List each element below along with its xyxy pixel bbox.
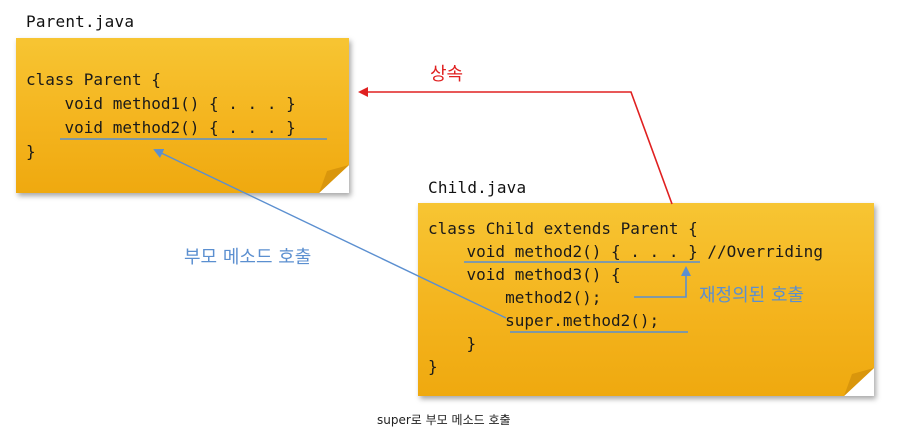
child-code-line: }: [428, 357, 438, 376]
overridden-call-arrow: [634, 266, 691, 298]
child-file-label: Child.java: [428, 178, 527, 197]
parent-file-label: Parent.java: [26, 12, 135, 31]
page-fold-icon: [844, 368, 874, 396]
child-code-line: }: [428, 334, 477, 353]
inheritance-label: 상속: [430, 64, 464, 85]
figure-caption: super로 부모 메소드 호출: [377, 413, 511, 427]
parent-code-line: void method1() { . . . }: [26, 94, 296, 113]
child-code-line: class Child extends Parent {: [428, 219, 698, 238]
parent-call-label: 부모 메소드 호출: [184, 247, 312, 268]
parent-class-note: class Parent { void method1() { . . . } …: [16, 38, 349, 193]
child-code-line: super.method2();: [428, 311, 660, 330]
page-fold-icon: [319, 165, 349, 193]
child-code-line: void method2() { . . . } //Overriding: [428, 242, 823, 261]
inheritance-arrow: [358, 87, 673, 205]
parent-code-line: }: [26, 142, 36, 161]
child-code-line: method2();: [428, 288, 602, 307]
child-class-note: class Child extends Parent { void method…: [418, 203, 874, 396]
parent-code-line: void method2() { . . . }: [26, 118, 296, 137]
parent-call-arrow: [153, 148, 507, 319]
child-code-line: void method3() {: [428, 265, 621, 284]
overridden-call-label: 재정의된 호출: [699, 285, 805, 306]
parent-code-line: class Parent {: [26, 70, 161, 89]
